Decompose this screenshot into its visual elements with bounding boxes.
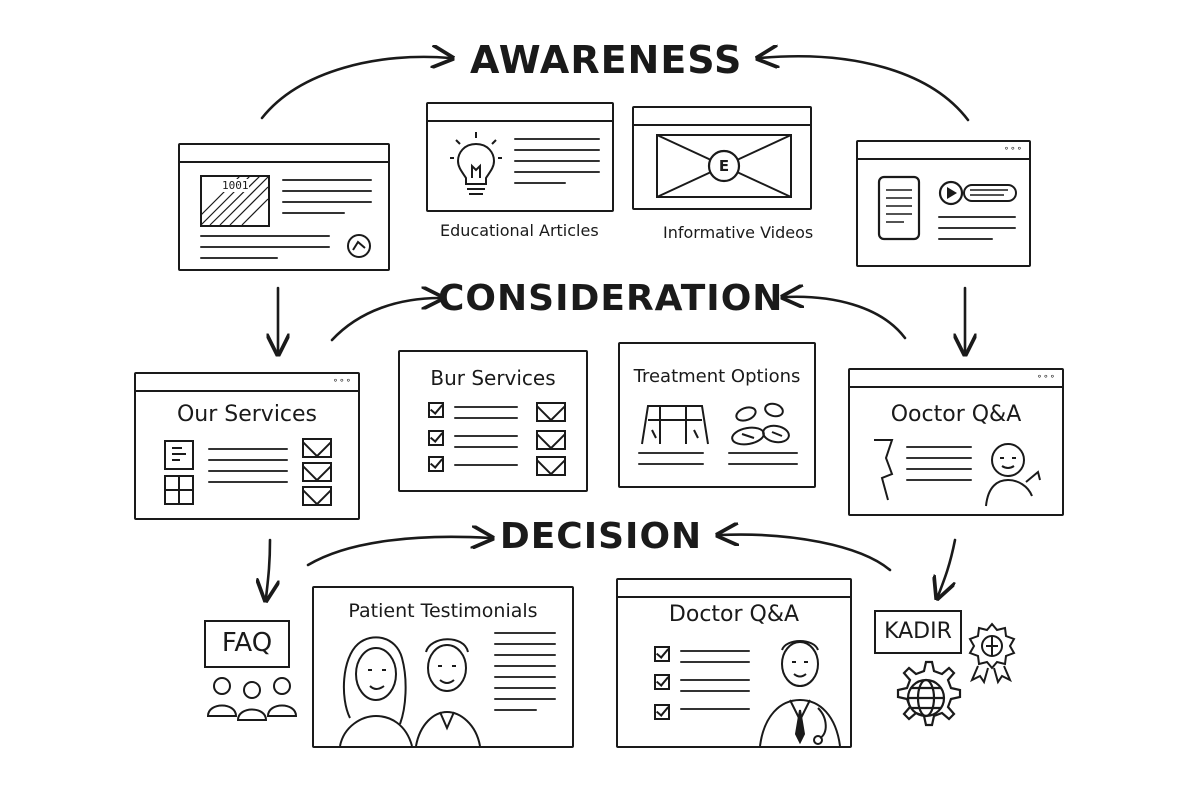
brand-badge: KADIR (874, 610, 962, 654)
caption-informative-videos: Informative Videos (663, 223, 814, 242)
phone-icon (877, 175, 921, 241)
window-titlebar (634, 108, 810, 126)
arrow-to-decision-right (720, 535, 892, 572)
card-title: Bur Services (430, 366, 556, 390)
window-titlebar (428, 104, 612, 122)
window-titlebar (618, 580, 850, 598)
window-titlebar (180, 145, 388, 163)
article-text-lines (282, 179, 372, 223)
awareness-card-image-article[interactable]: 1001 (178, 143, 390, 271)
decision-card-doctor-qa[interactable]: Doctor Q&A (616, 578, 852, 748)
lightbulb-icon (450, 132, 502, 195)
window-controls: ∘∘∘ (1003, 144, 1023, 154)
awareness-card-educational-articles[interactable] (426, 102, 614, 212)
window-titlebar (136, 374, 358, 392)
awareness-card-informative-videos[interactable]: E (632, 106, 812, 210)
document-icon (164, 440, 194, 505)
speech-bubble-icon (874, 439, 894, 501)
video-text-lines (938, 216, 1016, 249)
awareness-card-mobile-video[interactable]: ∘∘∘ (856, 140, 1031, 267)
consideration-card-doctor-qa[interactable]: ∘∘∘ Ooctor Q&A (848, 368, 1064, 516)
caption-educational-articles: Educational Articles (440, 221, 599, 240)
arrow-to-consideration-left (330, 298, 440, 342)
video-player-icon (656, 134, 792, 198)
envelope-icon (536, 456, 566, 476)
card-title: Doctor Q&A (668, 602, 800, 627)
envelope-icon (302, 486, 332, 506)
arrow-to-awareness-right (760, 56, 970, 122)
play-icon: E (718, 157, 730, 175)
consideration-card-treatment-options[interactable]: Treatment Options (618, 342, 816, 488)
services-text-lines (208, 448, 288, 492)
envelope-icon (536, 402, 566, 422)
window-controls: ∘∘∘ (332, 376, 352, 386)
patient-couple-illustration (339, 636, 481, 747)
card-title: Treatment Options (633, 366, 801, 387)
decision-card-patient-testimonials[interactable]: Patient Testimonials (312, 586, 574, 748)
faq-box[interactable]: FAQ (204, 620, 290, 668)
arrow-to-decision-left (306, 537, 490, 567)
people-icon (206, 677, 298, 721)
testimonial-text-lines (494, 632, 556, 720)
window-controls: ∘∘∘ (1036, 372, 1056, 382)
stamp-icon (347, 234, 371, 258)
arrow-down-right-2 (938, 538, 957, 596)
checkbox-icon (654, 704, 670, 720)
pills-icon (731, 402, 790, 446)
avatar-icon (985, 443, 1041, 507)
stage-awareness: AWARENESS (470, 38, 743, 82)
checkbox-icon (428, 456, 444, 472)
qa-text-lines (906, 446, 972, 490)
gear-globe-icon (896, 660, 962, 727)
play-icon (938, 180, 1017, 206)
card-title: Our Services (176, 402, 318, 427)
envelope-icon (536, 430, 566, 450)
envelope-icon (302, 462, 332, 482)
arrow-to-awareness-left (260, 57, 450, 120)
award-ribbon-icon (968, 622, 1016, 685)
doctor-illustration (759, 640, 841, 747)
checklist-text-lines (454, 406, 518, 475)
checkbox-icon (654, 646, 670, 662)
checkbox-icon (654, 674, 670, 690)
card-title: Ooctor Q&A (890, 402, 1022, 427)
article-text-lines (514, 138, 600, 193)
treatment-text-lines-right (728, 452, 798, 474)
medical-equipment-icon (641, 405, 709, 445)
envelope-icon (302, 438, 332, 458)
consideration-card-our-services[interactable]: ∘∘∘ Our Services (134, 372, 360, 520)
window-titlebar (858, 142, 1029, 160)
stage-decision: DECISION (499, 516, 703, 557)
card-title: Patient Testimonials (348, 600, 538, 622)
stage-consideration: CONSIDERATION (438, 278, 784, 319)
arrow-down-left-2 (266, 538, 270, 598)
checkbox-icon (428, 430, 444, 446)
consideration-card-services-checklist[interactable]: Bur Services (398, 350, 588, 492)
treatment-text-lines (638, 452, 704, 474)
image-badge-label: 1001 (222, 179, 249, 192)
article-text-lines-bottom (200, 235, 330, 268)
checkbox-icon (428, 402, 444, 418)
arrow-to-consideration-right (785, 297, 907, 340)
qa-text-lines (680, 650, 750, 719)
window-titlebar (850, 370, 1062, 388)
